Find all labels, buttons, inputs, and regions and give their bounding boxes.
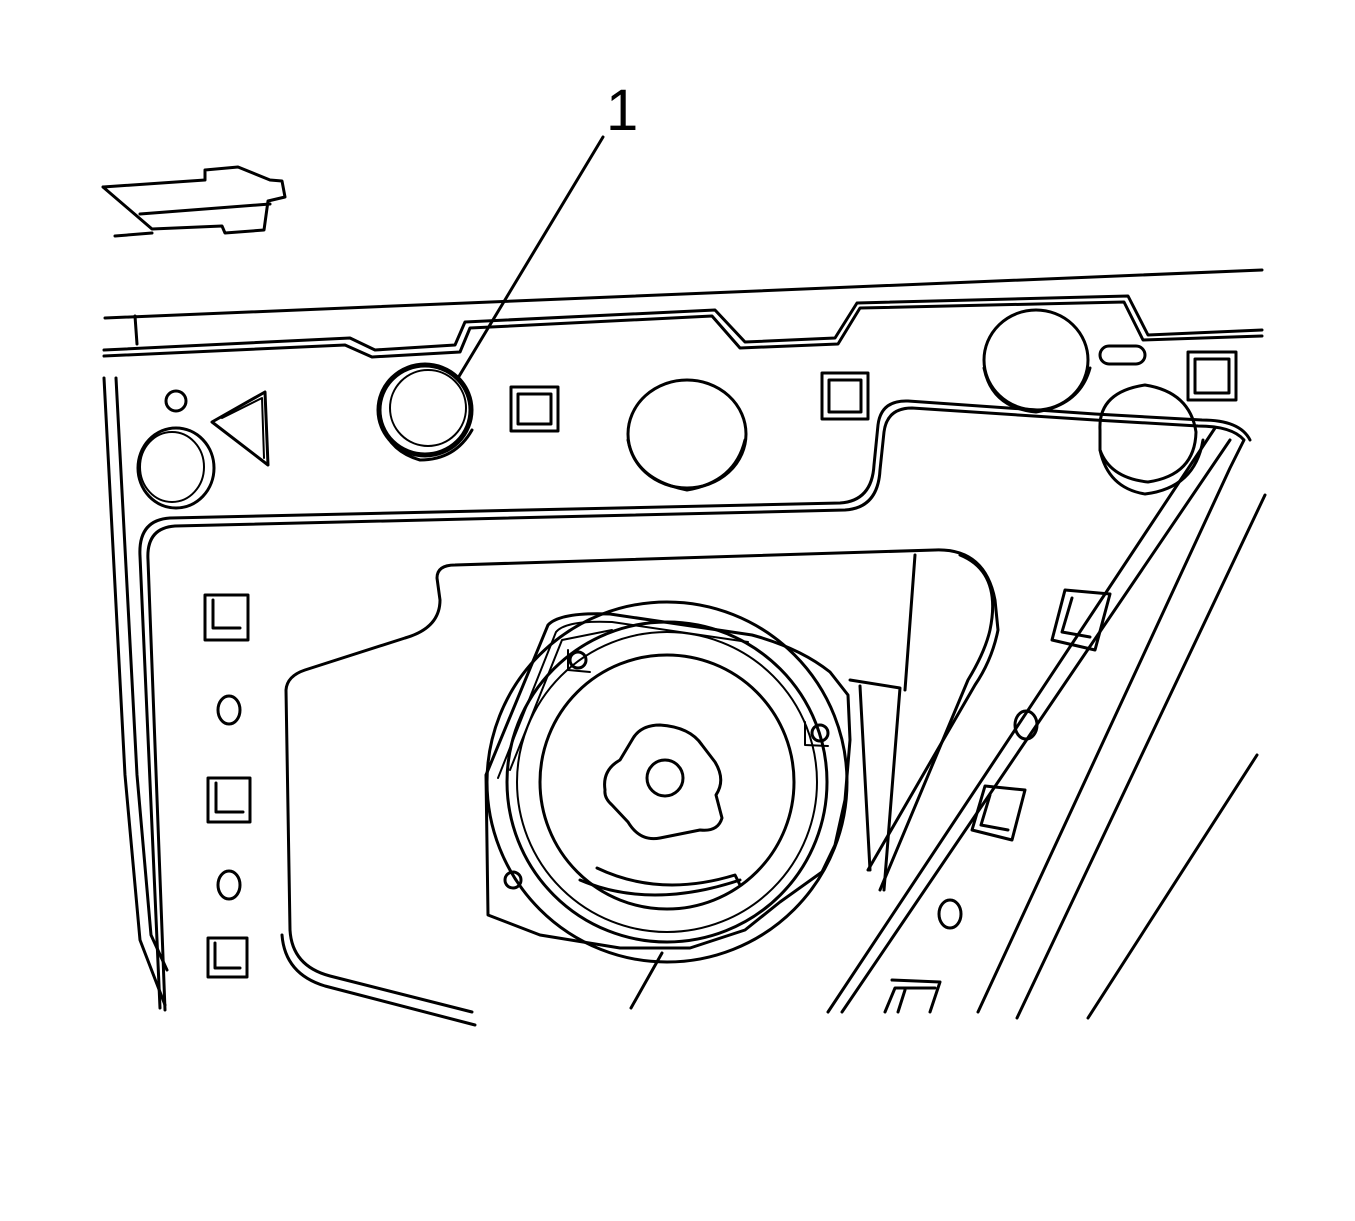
door-panel-outline xyxy=(102,268,1264,1007)
upper-fixtures xyxy=(136,308,1238,510)
callout-number-1: 1 xyxy=(606,78,639,143)
speaker xyxy=(484,600,852,1010)
speaker-cavity xyxy=(280,548,1000,1027)
left-fasteners xyxy=(203,593,252,979)
callout-leader-line xyxy=(456,135,605,380)
plug xyxy=(376,362,474,462)
inner-flange xyxy=(138,399,1252,1014)
upper-trim-bracket xyxy=(101,165,287,238)
right-fasteners xyxy=(883,588,1112,1014)
right-edges xyxy=(826,426,1267,1020)
